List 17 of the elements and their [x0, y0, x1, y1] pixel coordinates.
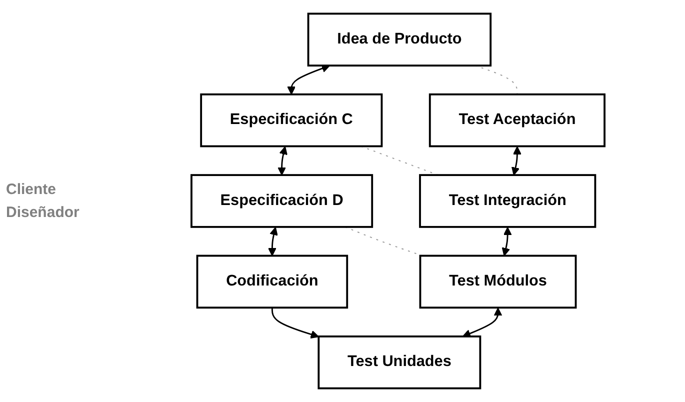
- arrow: [462, 308, 502, 338]
- node-box: Test Unidades: [317, 335, 481, 390]
- node-box: Idea de Producto: [306, 12, 492, 67]
- node-box: Test Integración: [418, 174, 596, 228]
- arrow: [267, 226, 278, 256]
- region-label: Diseñador: [6, 204, 80, 221]
- arrow: [270, 308, 319, 338]
- node-box: Especificación C: [200, 93, 382, 148]
- arrow: [510, 146, 521, 176]
- arrow: [501, 226, 512, 256]
- node-box: Especificación D: [190, 174, 373, 228]
- region-label: Cliente: [6, 181, 58, 198]
- node-box: Codificación: [196, 254, 348, 309]
- arrow: [286, 64, 330, 95]
- node-box: Test Aceptación: [428, 93, 605, 148]
- node-box: Test Módulos: [418, 254, 576, 309]
- arrow: [277, 146, 287, 176]
